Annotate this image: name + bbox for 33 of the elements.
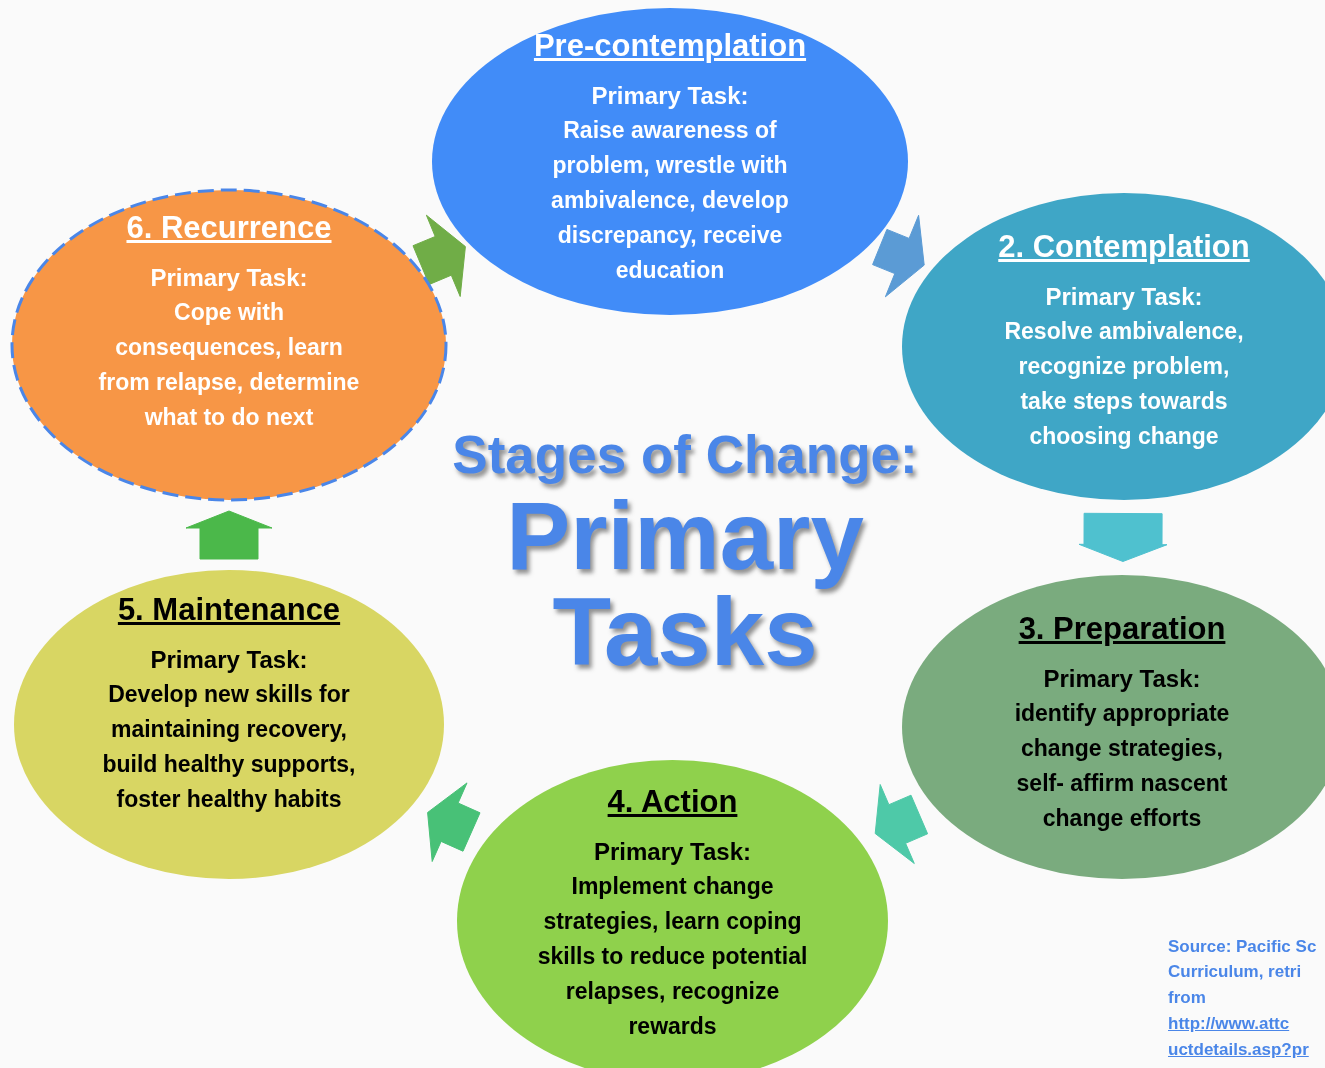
stage-heading: Pre-contemplation [533,28,807,64]
stage-ellipse [432,8,908,315]
task-description: identify appropriate change strategies, self- affirm nascent change efforts [1013,699,1231,833]
task-description: Cope with consequences, learn from relapse, determine what to do next [98,298,360,432]
task-description: Raise awareness of problem, wrestle with ambivalence, develop discrepancy, receive education [550,116,790,285]
task-label: Primary Task: [591,81,749,111]
task-description: Develop new skills for maintaining recovery, build healthy supports, foster healthy habits [101,680,357,814]
task-label: Primary Task: [150,263,308,293]
source-note: from [1168,987,1206,1009]
block-arrow [185,510,273,560]
block-arrow [874,784,929,864]
task-label: Primary Task: [1043,664,1201,694]
block-arrow [412,214,466,297]
task-description: Resolve ambivalence, recognize problem, take steps towards choosing change [1003,317,1245,451]
block-arrow [872,214,925,298]
diagram-title: Stages of Change: Primary Tasks [451,424,919,680]
block-arrow [1078,512,1168,562]
source-link: http://www.attc [1168,1013,1290,1035]
stage-heading: 2. Contemplation [998,229,1250,265]
source-note: Source: Pacific Sc [1168,936,1317,958]
task-label: Primary Task: [1045,282,1203,312]
stage-heading: 6. Recurrence [126,210,332,246]
task-description: Implement change strategies, learn coping skills to reduce potential relapses, recognize rewards [536,872,809,1041]
source-note: Curriculum, retri [1168,961,1302,983]
block-arrow [427,782,481,862]
stage-ellipse [14,570,444,879]
source-link: uctdetails.asp?pr [1168,1039,1309,1061]
stage-heading: 4. Action [607,784,738,820]
stage-heading: 5. Maintenance [117,592,341,628]
stage-ellipse [12,190,446,500]
task-label: Primary Task: [150,645,308,675]
task-label: Primary Task: [594,837,751,867]
stage-heading: 3. Preparation [1018,611,1226,647]
